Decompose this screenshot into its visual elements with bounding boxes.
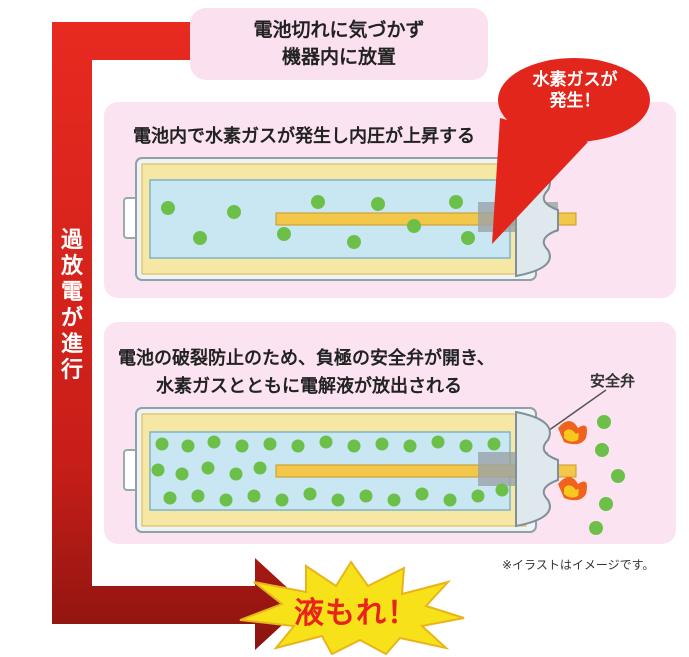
top-caption-line2: 機器内に放置 bbox=[281, 46, 396, 68]
hydrogen-callout-bubble bbox=[492, 58, 650, 244]
panel1-title: 電池内で水素ガスが発生し内圧が上昇する bbox=[133, 126, 475, 147]
callout-line1: 水素ガスが bbox=[532, 70, 618, 90]
panel2-title-line2: 水素ガスとともに電解液が放出される bbox=[156, 376, 462, 397]
battery-diagram-2 bbox=[123, 389, 625, 535]
top-caption-box: 電池切れに気づかず 機器内に放置 bbox=[190, 8, 488, 80]
safety-valve-label: 安全弁 bbox=[590, 372, 636, 390]
vertical-char: 行 bbox=[60, 358, 83, 383]
top-caption-line1: 電池切れに気づかず bbox=[253, 19, 425, 41]
leak-text: 液もれ！ bbox=[294, 596, 418, 631]
vertical-char: 電 bbox=[60, 280, 83, 305]
vertical-char: が bbox=[60, 306, 83, 331]
callout-text: 水素ガスが 発生！ bbox=[520, 70, 630, 112]
callout-line2: 発生！ bbox=[549, 91, 601, 111]
vertical-char: 放 bbox=[60, 254, 83, 279]
over-discharge-label: 過 放 電 が 進 行 bbox=[57, 228, 87, 384]
illustration-note: ※イラストはイメージです。 bbox=[502, 558, 655, 572]
vertical-char: 過 bbox=[60, 228, 83, 253]
panel2-title-line1: 電池の破裂防止のため、負極の安全弁が開き、 bbox=[118, 348, 495, 369]
vertical-char: 進 bbox=[60, 332, 83, 357]
leak-burst bbox=[239, 560, 465, 655]
